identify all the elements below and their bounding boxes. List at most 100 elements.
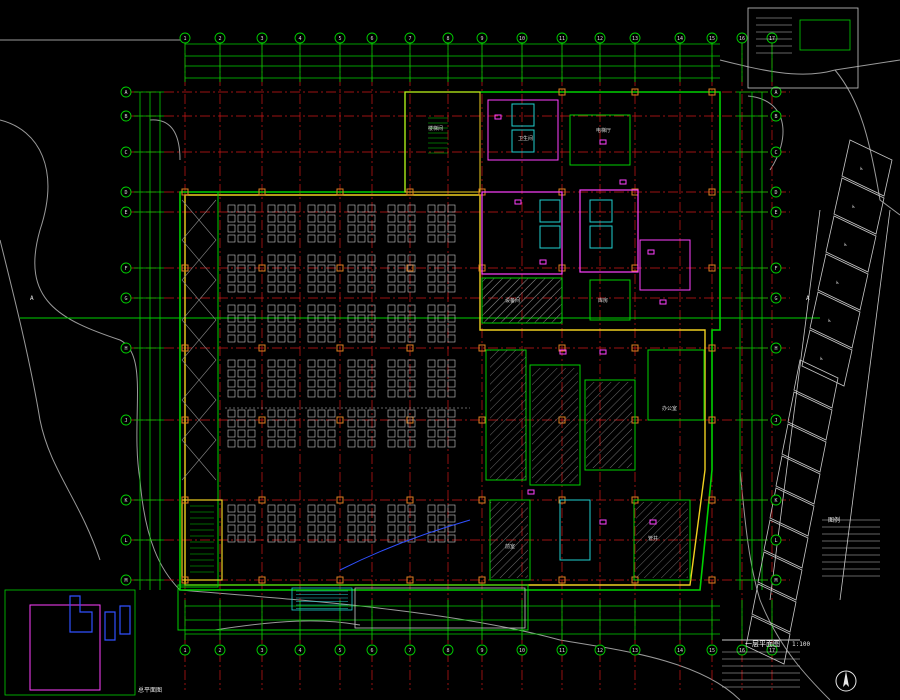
dining-chair xyxy=(317,409,326,418)
axis-bubble-label: D xyxy=(774,190,777,196)
dining-chair xyxy=(397,369,406,378)
axis-bubble-label: 14 xyxy=(677,648,683,654)
dining-chair xyxy=(237,204,246,213)
dining-chair xyxy=(327,334,336,343)
dining-chair xyxy=(327,314,336,323)
dining-chair xyxy=(277,359,286,368)
structural-column xyxy=(336,496,344,504)
dining-chair xyxy=(367,224,376,233)
dining-chair xyxy=(307,214,316,223)
axis-bubble-label: E xyxy=(774,210,777,216)
dining-chair xyxy=(347,534,356,543)
axis-bubble-label: 10 xyxy=(519,36,525,42)
site-curve xyxy=(0,239,101,561)
dining-chair xyxy=(407,224,416,233)
parking-stall xyxy=(781,423,827,473)
dining-chair xyxy=(307,334,316,343)
dining-chair xyxy=(237,524,246,533)
dining-chair xyxy=(437,324,446,333)
dining-chair xyxy=(327,409,336,418)
dining-chair xyxy=(317,304,326,313)
structural-column xyxy=(258,264,266,272)
building-walls xyxy=(177,88,721,631)
structural-column xyxy=(336,344,344,352)
dining-chair xyxy=(267,324,276,333)
dining-chair xyxy=(327,234,336,243)
dining-chair xyxy=(237,234,246,243)
room-label-anteroom: 前室 xyxy=(505,543,515,550)
dining-chair xyxy=(397,274,406,283)
dining-chair xyxy=(397,439,406,448)
axis-bubble xyxy=(594,32,606,44)
parking-stall xyxy=(751,583,797,633)
dining-chair xyxy=(267,409,276,418)
dining-chair xyxy=(287,284,296,293)
dining-chair xyxy=(287,234,296,243)
dining-chair xyxy=(407,274,416,283)
dining-chair xyxy=(287,224,296,233)
dining-chair xyxy=(447,504,456,513)
core-room xyxy=(639,239,691,291)
dining-chair xyxy=(367,284,376,293)
axis-bubble xyxy=(120,110,132,122)
axis-bubble xyxy=(179,644,191,656)
site-plan-label: 总平面图 xyxy=(138,686,162,694)
dining-chair xyxy=(247,369,256,378)
axis-bubble xyxy=(594,644,606,656)
accessible-parking-icon: ♿ xyxy=(852,204,855,210)
dining-chair xyxy=(357,439,366,448)
axis-bubble-label: C xyxy=(124,150,127,156)
lower-stair xyxy=(559,499,591,561)
site-curve xyxy=(719,59,900,75)
room-label-shaft: 管井 xyxy=(648,535,658,542)
dining-chair xyxy=(387,334,396,343)
fixture-marker xyxy=(599,139,607,145)
dining-chair xyxy=(247,514,256,523)
axis-bubble xyxy=(442,644,454,656)
parking-stall xyxy=(817,253,869,311)
dining-chair xyxy=(407,409,416,418)
dining-chair xyxy=(447,274,456,283)
dining-chair xyxy=(447,254,456,263)
dining-chair xyxy=(277,214,286,223)
axis-bubble-label: 14 xyxy=(677,36,683,42)
dining-chair xyxy=(317,214,326,223)
dining-chair xyxy=(427,359,436,368)
dining-chair xyxy=(247,204,256,213)
parking-stall xyxy=(745,615,791,665)
dining-chair xyxy=(307,274,316,283)
dining-chair xyxy=(397,214,406,223)
dining-chair xyxy=(397,524,406,533)
dining-chair xyxy=(357,409,366,418)
axis-bubble xyxy=(706,644,718,656)
dining-chair xyxy=(227,274,236,283)
hatch-fill xyxy=(490,350,526,480)
axis-bubble-label: 16 xyxy=(739,648,745,654)
axis-bubble xyxy=(770,186,782,198)
dining-chair xyxy=(357,504,366,513)
dining-chair xyxy=(267,389,276,398)
dining-chair xyxy=(247,409,256,418)
axis-bubble xyxy=(120,494,132,506)
dining-chair xyxy=(427,379,436,388)
dining-chair xyxy=(307,264,316,273)
axis-bubble xyxy=(770,146,782,158)
dining-chair xyxy=(267,284,276,293)
dining-chair xyxy=(437,274,446,283)
dining-chair xyxy=(237,409,246,418)
dining-chair xyxy=(427,314,436,323)
dining-chair xyxy=(287,439,296,448)
dining-chair xyxy=(387,359,396,368)
axis-bubble xyxy=(770,262,782,274)
dining-chair xyxy=(427,534,436,543)
axis-bubble-label: A xyxy=(124,90,127,96)
site-curve xyxy=(214,620,361,631)
dining-chair xyxy=(237,514,246,523)
fixture-marker xyxy=(619,179,627,185)
dining-chair xyxy=(367,419,376,428)
parking-stall xyxy=(825,215,877,273)
dining-chair xyxy=(317,429,326,438)
dimension-lines xyxy=(134,40,773,640)
dining-chair xyxy=(407,314,416,323)
